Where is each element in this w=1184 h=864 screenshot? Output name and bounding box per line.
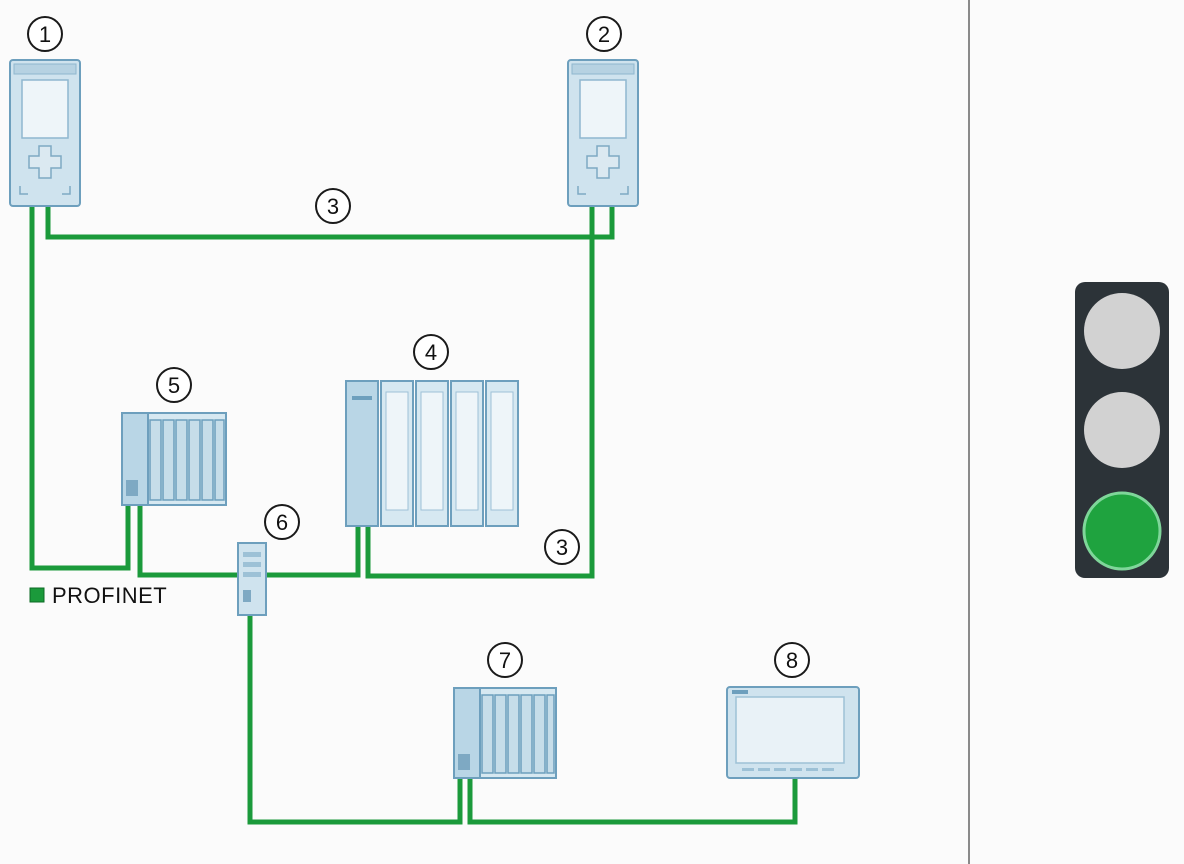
callout-c3b: 3 <box>544 529 580 565</box>
callout-group: 1 2 3 3 4 5 6 7 8 <box>27 16 810 678</box>
status-lamp-3 <box>1082 491 1162 571</box>
callout-number: 3 <box>327 194 339 219</box>
callout-circle <box>544 529 580 565</box>
profinet-cabling <box>29 206 798 825</box>
distributed-io-device-5 <box>121 412 227 506</box>
callout-c5: 5 <box>156 367 192 403</box>
callout-number: 8 <box>786 648 798 673</box>
callout-circle <box>586 16 622 52</box>
cable-cpu1-bus <box>29 206 131 571</box>
distributed-io-device-7 <box>453 687 557 779</box>
callout-c4: 4 <box>413 334 449 370</box>
callout-c7: 7 <box>487 642 523 678</box>
cable-switch-io4 <box>266 526 361 578</box>
legend-swatch <box>29 587 45 603</box>
legend-label: PROFINET <box>52 583 167 608</box>
cable-switch-io7 <box>247 614 463 825</box>
callout-c6: 6 <box>264 504 300 540</box>
callout-number: 6 <box>276 510 288 535</box>
callout-c2: 2 <box>586 16 622 52</box>
callout-number: 5 <box>168 373 180 398</box>
cpu-device-1 <box>9 59 81 207</box>
callout-number: 7 <box>499 648 511 673</box>
callout-c8: 8 <box>774 642 810 678</box>
callout-number: 4 <box>425 340 437 365</box>
callout-circle <box>264 504 300 540</box>
cable-io5-switch <box>137 505 240 578</box>
callout-number: 1 <box>39 22 51 47</box>
cable-io4-cpu2 <box>365 206 595 579</box>
callout-c3a: 3 <box>315 188 351 224</box>
callout-circle <box>487 642 523 678</box>
legend: PROFINET <box>29 583 167 608</box>
callout-circle <box>774 642 810 678</box>
status-lamp-2 <box>1084 392 1160 468</box>
cpu-device-2 <box>567 59 639 207</box>
io-rack-device-4 <box>345 380 519 527</box>
callout-circle <box>156 367 192 403</box>
callout-c1: 1 <box>27 16 63 52</box>
callout-circle <box>27 16 63 52</box>
network-switch-device-6 <box>237 542 267 616</box>
callout-circle <box>315 188 351 224</box>
cable-cpu1-cpu2 <box>45 206 615 240</box>
callout-number: 2 <box>598 22 610 47</box>
status-lamp-1 <box>1084 293 1160 369</box>
status-traffic-light <box>1075 282 1169 578</box>
callout-number: 3 <box>556 535 568 560</box>
cable-io7-hmi <box>467 778 798 825</box>
hmi-panel-device-8 <box>726 686 860 779</box>
callout-circle <box>413 334 449 370</box>
